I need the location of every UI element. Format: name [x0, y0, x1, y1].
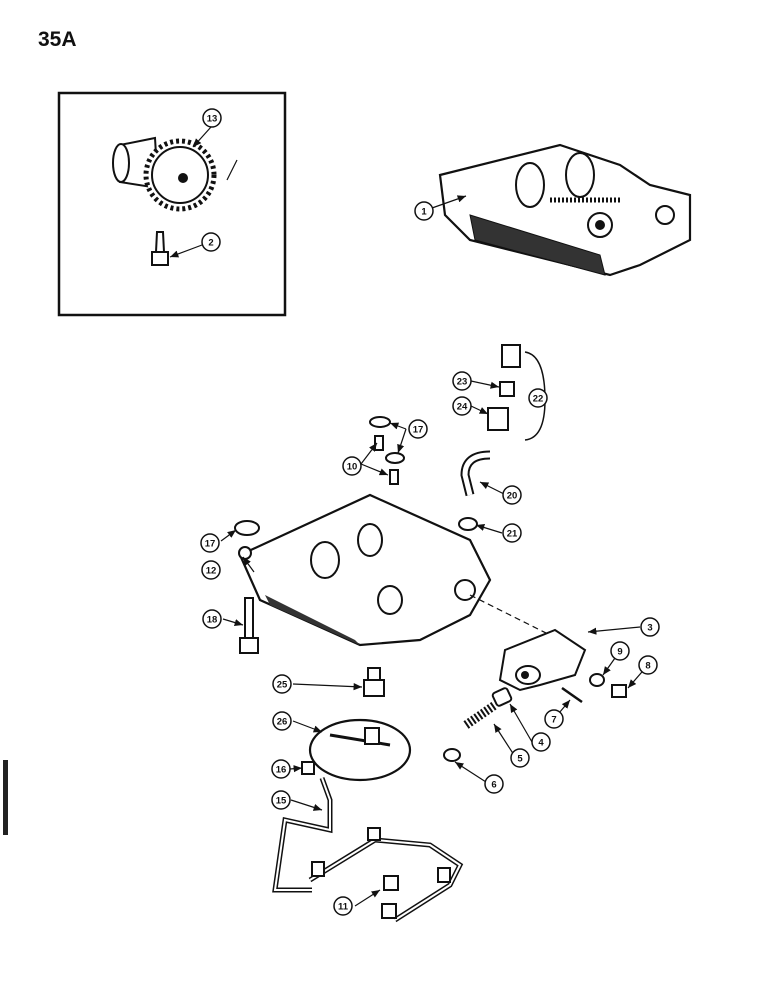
- callout-18: 18: [202, 609, 222, 629]
- page-number: 35A: [38, 28, 77, 51]
- callout-24-label: 24: [457, 402, 468, 413]
- callout-1-label: 1: [421, 207, 427, 218]
- spring-5: [463, 701, 498, 729]
- callout-24: 24: [452, 396, 472, 416]
- screw-8: [611, 684, 627, 698]
- bolt-2-illustration: [151, 231, 169, 266]
- callout-5-label: 5: [517, 754, 523, 765]
- callout-26-label: 26: [277, 717, 288, 728]
- callout-5: 5: [510, 748, 530, 768]
- callout-3-label: 3: [647, 623, 652, 634]
- callout-10: 10: [342, 456, 362, 476]
- oil-screen-26: [308, 718, 412, 782]
- washers-and-dowels: [234, 416, 405, 536]
- callout-13-label: 13: [207, 114, 218, 125]
- oil-tube-20: [460, 450, 491, 497]
- callout-20: 20: [502, 485, 522, 505]
- callout-2-label: 2: [208, 238, 213, 249]
- bolt-18: [239, 597, 259, 654]
- nut-9: [589, 673, 605, 687]
- plunger-4: [491, 687, 513, 707]
- callout-15: 15: [271, 790, 291, 810]
- callout-12: 12: [201, 560, 221, 580]
- callout-17-top: 17: [408, 419, 428, 439]
- callout-21-label: 21: [507, 529, 518, 540]
- callout-17-left-label: 17: [205, 539, 216, 550]
- fitting-25: [363, 667, 385, 697]
- callout-6-label: 6: [491, 780, 496, 791]
- washer-6: [443, 748, 461, 762]
- callout-4: 4: [531, 732, 551, 752]
- callout-25: 25: [272, 674, 292, 694]
- leader-lines: [169, 126, 649, 907]
- callout-17-left: 17: [200, 533, 220, 553]
- drive-gear-illustration: [112, 136, 217, 212]
- callout-12-label: 12: [206, 566, 217, 577]
- relief-valve-body-illustration: [498, 628, 587, 692]
- o-ring-21: [458, 517, 478, 531]
- callout-8-label: 8: [645, 661, 650, 672]
- cotter-pin-7: [561, 686, 583, 704]
- callout-4-label: 4: [538, 738, 544, 749]
- callout-25-label: 25: [277, 680, 288, 691]
- scan-edge-mark: [3, 760, 8, 835]
- callout-2: 2: [201, 232, 221, 252]
- callout-16: 16: [271, 759, 291, 779]
- callout-9-label: 9: [617, 647, 622, 658]
- oil-pump-assembly-illustration: [438, 143, 692, 277]
- callout-6: 6: [484, 774, 504, 794]
- callout-23-label: 23: [457, 377, 468, 388]
- fitting-16: [301, 761, 315, 775]
- callout-23: 23: [452, 371, 472, 391]
- callout-10-label: 10: [347, 462, 358, 473]
- callout-26: 26: [272, 711, 292, 731]
- callout-16-label: 16: [276, 765, 287, 776]
- callout-15-label: 15: [276, 796, 287, 807]
- callout-13: 13: [202, 108, 222, 128]
- inset-frame: [57, 91, 287, 317]
- callout-18-label: 18: [207, 615, 218, 626]
- manifold-lines-11: [308, 827, 464, 923]
- callout-7: 7: [544, 709, 564, 729]
- callout-17-top-label: 17: [413, 425, 424, 436]
- callout-3: 3: [640, 617, 660, 637]
- callout-1: 1: [414, 201, 434, 221]
- callout-9: 9: [610, 641, 630, 661]
- callout-11-label: 11: [338, 902, 349, 913]
- callout-11: 11: [333, 896, 353, 916]
- pump-body-illustration: [238, 493, 561, 647]
- callout-20-label: 20: [507, 491, 518, 502]
- callout-7-label: 7: [551, 715, 556, 726]
- oil-line-15: [272, 777, 333, 893]
- callout-22: 22: [528, 388, 548, 408]
- callout-21: 21: [502, 523, 522, 543]
- callout-22-label: 22: [533, 394, 544, 405]
- callout-8: 8: [638, 655, 658, 675]
